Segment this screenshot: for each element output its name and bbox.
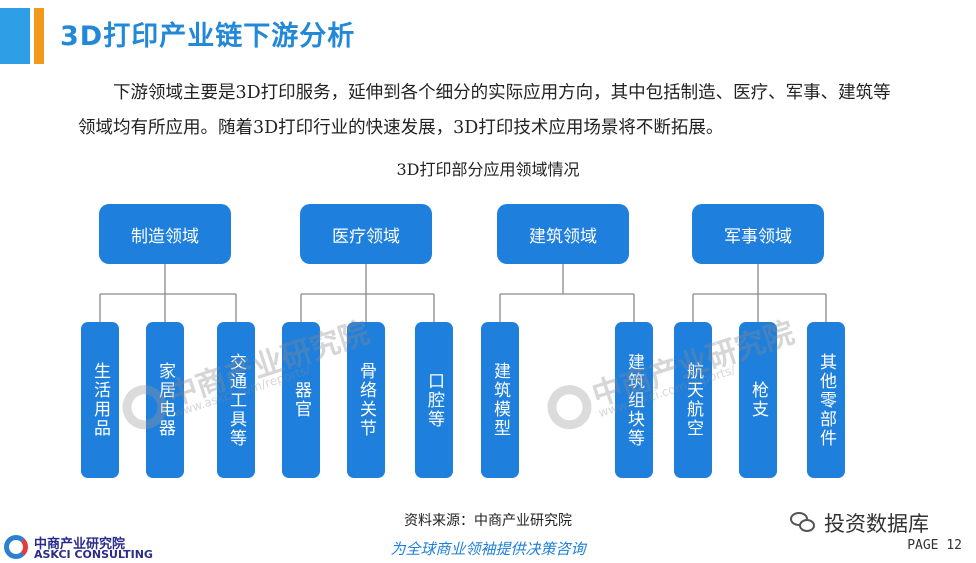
intro-paragraph: 下游领域主要是3D打印服务，延伸到各个细分的实际应用方向，其中包括制造、医疗、军… — [78, 83, 891, 138]
watermark-logo-icon — [541, 379, 598, 435]
company-logo-icon — [4, 535, 28, 559]
category-military: 军事领域 — [692, 204, 824, 264]
leaf-other-parts: 其他零部件 — [807, 322, 845, 478]
leaf-aerospace: 航天航空 — [674, 322, 712, 478]
title-accent-orange — [34, 8, 44, 64]
category-construction: 建筑领域 — [497, 204, 629, 264]
title-accent-blue — [0, 8, 30, 64]
leaf-building-blocks: 建筑组块等 — [615, 322, 653, 478]
watermark-logo-icon — [116, 379, 173, 435]
source-note: 资料来源：中商产业研究院 — [404, 513, 572, 529]
leaf-firearms: 枪支 — [739, 322, 777, 478]
company-name-cn: 中商产业研究院 — [34, 537, 126, 552]
page-number: PAGE 12 — [907, 538, 962, 553]
page-title: 3D打印产业链下游分析 — [60, 21, 356, 52]
leaf-organs: 器官 — [282, 322, 320, 478]
category-manufacturing: 制造领域 — [99, 204, 231, 264]
footer-slogan: 为全球商业领袖提供决策咨询 — [390, 540, 586, 558]
leaf-daily-goods: 生活用品 — [81, 322, 119, 478]
diagram-title: 3D打印部分应用领域情况 — [396, 160, 580, 179]
company-name-en: ASKCI CONSULTING — [34, 548, 153, 561]
leaf-bone-joints: 骨络关节 — [347, 322, 385, 478]
watermark-text: 中商产业研究院 — [163, 315, 374, 414]
leaf-vehicles: 交通工具等 — [217, 322, 255, 478]
wechat-icon — [790, 512, 816, 534]
wechat-account: 投资数据库 — [790, 508, 929, 538]
leaf-building-models: 建筑模型 — [481, 322, 519, 478]
leaf-home-appliances: 家居电器 — [146, 322, 184, 478]
wechat-account-name: 投资数据库 — [824, 512, 929, 536]
leaf-dental: 口腔等 — [415, 322, 453, 478]
category-medical: 医疗领域 — [300, 204, 432, 264]
